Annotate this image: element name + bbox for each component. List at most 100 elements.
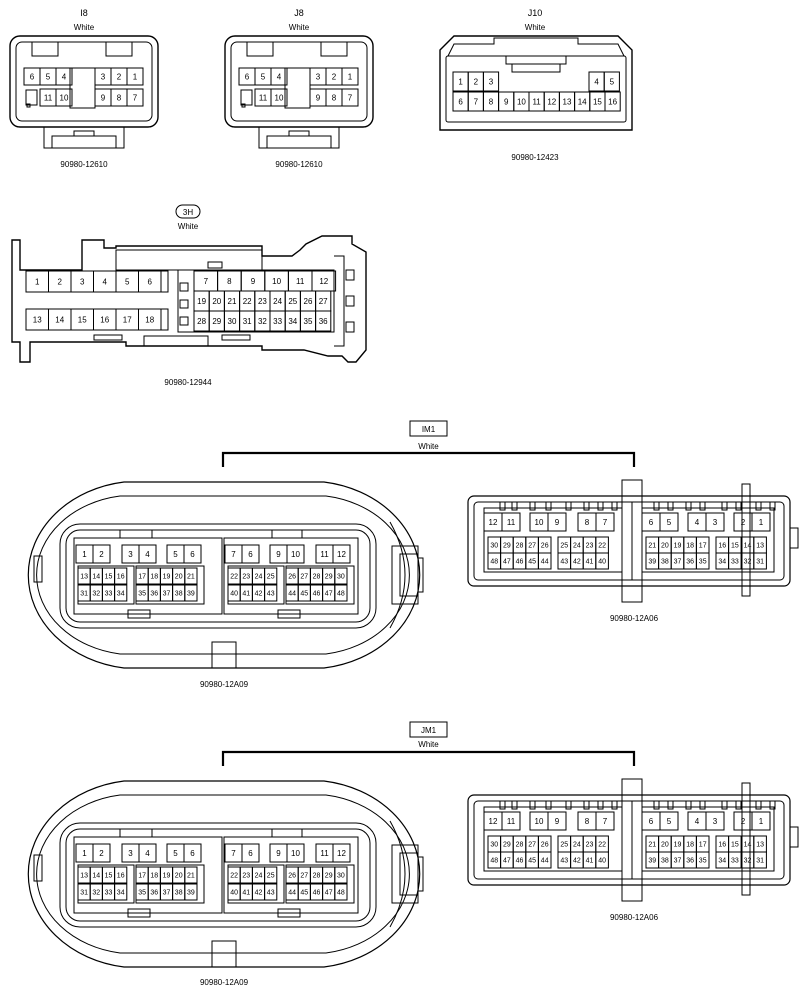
pin-number: 6 [248, 849, 253, 858]
pin-number: 21 [187, 873, 195, 880]
pin-cell [501, 811, 521, 831]
pin-number: 18 [150, 873, 158, 880]
pin-number: 46 [313, 591, 321, 598]
pin-number: 18 [686, 842, 694, 849]
pin-number: 24 [273, 297, 282, 306]
pin-number: 18 [686, 543, 694, 550]
pin-cell [705, 811, 725, 831]
pin-number: 11 [44, 93, 53, 102]
pin-number: 43 [267, 591, 275, 598]
pin-number: 31 [243, 317, 252, 326]
pin-number: 34 [718, 559, 726, 566]
connector-j8-name: J8 [294, 8, 304, 18]
pin-number: 5 [667, 518, 672, 527]
pin-number: 9 [555, 817, 560, 826]
pin-cell [695, 851, 710, 869]
pin-number: 3 [101, 72, 106, 81]
pin-number: 12 [489, 518, 498, 527]
pin-cell [334, 567, 348, 585]
pin-number: 21 [187, 574, 195, 581]
pin-number: 34 [117, 890, 125, 897]
pin-number: 40 [230, 890, 238, 897]
pin-number: 9 [101, 93, 106, 102]
pin-cell [705, 512, 725, 532]
pin-number: 19 [674, 842, 682, 849]
pin-cell [114, 584, 128, 602]
pin-number: 42 [255, 890, 263, 897]
pin-number: 1 [82, 550, 87, 559]
connector-j10-part-number: 90980-12423 [511, 153, 559, 162]
pin-number: 48 [337, 591, 345, 598]
pin-number: 3 [128, 849, 133, 858]
pin-number: 1 [133, 72, 138, 81]
pin-number: 17 [138, 873, 146, 880]
pin-number: 2 [99, 550, 104, 559]
pin-number: 10 [535, 518, 544, 527]
pin-number: 20 [175, 574, 183, 581]
pin-number: 32 [92, 591, 100, 598]
pin-cell [595, 811, 615, 831]
pin-number: 2 [99, 849, 104, 858]
pin-number: 4 [277, 72, 282, 81]
pin-number: 9 [555, 518, 560, 527]
pin-number: 13 [756, 543, 764, 550]
pin-number: 7 [348, 93, 353, 102]
pin-number: 33 [105, 591, 113, 598]
pin-number: 18 [150, 574, 158, 581]
connector-3h-name-badge [175, 204, 201, 219]
pin-cell [114, 866, 128, 884]
pin-number: 6 [190, 550, 195, 559]
pin-number: 14 [578, 97, 587, 106]
pin-number: 5 [610, 77, 615, 86]
pin-number: 26 [304, 297, 313, 306]
pin-number: 33 [105, 890, 113, 897]
pin-number: 47 [325, 890, 333, 897]
pin-number: 13 [80, 574, 88, 581]
pin-number: 29 [503, 543, 511, 550]
pin-number: 35 [138, 890, 146, 897]
pin-cell [595, 851, 609, 869]
pin-number: 5 [46, 72, 51, 81]
pin-number: 30 [337, 873, 345, 880]
pin-number: 4 [695, 817, 700, 826]
pin-cell [183, 843, 202, 863]
pin-number: 32 [744, 559, 752, 566]
pin-number: 14 [55, 315, 64, 324]
pin-number: 37 [163, 890, 171, 897]
pin-number: 48 [490, 559, 498, 566]
pin-number: 13 [33, 315, 42, 324]
connector-i8-name: I8 [80, 8, 88, 18]
pin-cell [270, 67, 288, 86]
pin-number: 1 [458, 77, 463, 86]
pin-number: 26 [288, 574, 296, 581]
pin-number: 27 [300, 574, 308, 581]
connector-j10-color: White [525, 23, 546, 32]
pin-cell [482, 71, 500, 92]
pin-number: 19 [163, 574, 171, 581]
connector-j10-name: J10 [528, 8, 543, 18]
pin-number: 18 [145, 315, 154, 324]
pin-number: 41 [242, 591, 250, 598]
pin-number: 33 [731, 858, 739, 865]
im1-male-part-number: 90980-12A09 [200, 680, 249, 689]
pin-cell [92, 843, 111, 863]
pin-number: 25 [267, 574, 275, 581]
pin-cell [341, 67, 359, 86]
connector-3h-color: White [178, 222, 199, 231]
pin-number: 22 [230, 873, 238, 880]
pin-cell [138, 270, 162, 293]
pin-cell [341, 88, 359, 107]
pin-number: 34 [718, 858, 726, 865]
pin-number: 17 [123, 315, 132, 324]
pin-number: 7 [204, 277, 209, 286]
pin-number: 46 [516, 858, 524, 865]
pin-number: 2 [741, 518, 746, 527]
pin-number: 31 [80, 890, 88, 897]
pin-number: 32 [92, 890, 100, 897]
pin-number: 14 [744, 543, 752, 550]
pin-cell [138, 544, 157, 564]
pin-number: 10 [535, 817, 544, 826]
